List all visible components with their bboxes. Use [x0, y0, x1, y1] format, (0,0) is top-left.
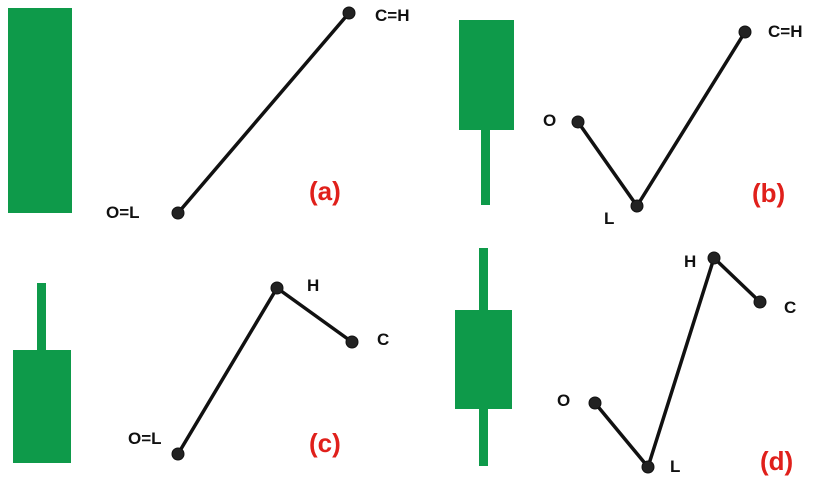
point-b-low — [630, 199, 644, 213]
point-d-low — [641, 460, 655, 474]
candle-c-body — [13, 350, 71, 463]
label-b-low: L — [604, 209, 614, 228]
label-d-high: H — [684, 252, 696, 271]
price-path-b — [576, 30, 747, 208]
tag-b: (b) — [752, 178, 785, 208]
panel-d: O L H C (d) — [455, 248, 796, 476]
label-d-low: L — [670, 457, 680, 476]
point-d-open — [588, 396, 602, 410]
price-path-d — [593, 256, 762, 469]
tag-a: (a) — [309, 176, 341, 206]
label-d-open: O — [557, 391, 570, 410]
point-b-open — [571, 115, 585, 129]
tag-d: (d) — [760, 446, 793, 476]
point-c-open-low — [171, 447, 185, 461]
candle-b-body — [459, 20, 514, 130]
label-a-close-high: C=H — [375, 6, 409, 25]
candle-b-lower-wick — [481, 128, 490, 205]
price-path-a — [176, 11, 351, 215]
point-c-high — [270, 281, 284, 295]
point-c-close — [345, 335, 359, 349]
point-d-high — [707, 251, 721, 265]
label-c-high: H — [307, 276, 319, 295]
label-c-close: C — [377, 330, 389, 349]
point-b-close-high — [738, 25, 752, 39]
label-a-open-low: O=L — [106, 203, 140, 222]
point-a-open-low — [171, 206, 185, 220]
panel-c: O=L H C (c) — [13, 276, 389, 463]
label-d-close: C — [784, 298, 796, 317]
panel-b: O L C=H (b) — [459, 20, 802, 228]
point-a-close-high — [342, 6, 356, 20]
tag-c: (c) — [309, 428, 341, 458]
candle-c-upper-wick — [37, 283, 46, 353]
label-b-close-high: C=H — [768, 22, 802, 41]
candle-d-body — [455, 310, 512, 409]
panel-a: O=L C=H (a) — [8, 6, 409, 222]
label-b-open: O — [543, 111, 556, 130]
point-d-close — [753, 295, 767, 309]
label-c-open-low: O=L — [128, 429, 162, 448]
candle-a-body — [8, 8, 72, 213]
